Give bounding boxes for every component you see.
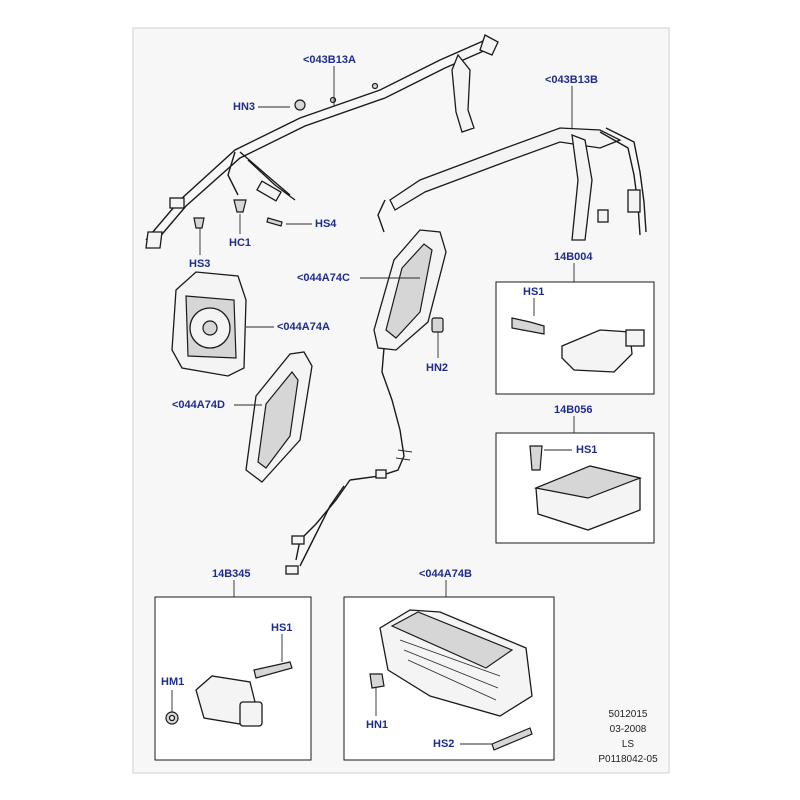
label-hs4: HS4 bbox=[315, 218, 337, 230]
footer-ref: P0118042-05 bbox=[598, 754, 658, 765]
sensor-14b345 bbox=[165, 661, 293, 727]
label-043b13b: <043B13B bbox=[545, 74, 598, 86]
label-hs2: HS2 bbox=[433, 738, 455, 750]
label-hn1: HN1 bbox=[366, 719, 389, 731]
label-044a74a: <044A74A bbox=[277, 321, 330, 333]
label-044a74d: <044A74D bbox=[172, 399, 225, 411]
label-14b345: 14B345 bbox=[212, 568, 251, 580]
fastener-hs4 bbox=[266, 217, 283, 227]
label-14b056: 14B056 bbox=[554, 404, 593, 416]
control-module-14b056 bbox=[529, 445, 643, 531]
box-14b004 bbox=[495, 281, 655, 395]
knee-airbag bbox=[245, 351, 313, 483]
label-hs1-14b345: HS1 bbox=[271, 622, 293, 634]
label-043b13a: <043B13A bbox=[303, 54, 356, 66]
steering-airbag bbox=[171, 271, 247, 377]
sensor-14b004 bbox=[511, 317, 645, 373]
label-14b004: 14B004 bbox=[554, 251, 593, 263]
label-hm1: HM1 bbox=[161, 676, 185, 688]
label-044a74c: <044A74C bbox=[297, 272, 350, 284]
fastener-hs3 bbox=[193, 217, 205, 229]
passenger-airbag bbox=[369, 609, 533, 751]
label-hn3: HN3 bbox=[233, 101, 256, 113]
label-hs3: HS3 bbox=[189, 258, 211, 270]
seat-airbag bbox=[285, 229, 447, 575]
label-hn2: HN2 bbox=[426, 362, 449, 374]
label-044a74b: <044A74B bbox=[419, 568, 472, 580]
curtain-airbag-right bbox=[377, 127, 647, 241]
label-hs1-14b004: HS1 bbox=[523, 286, 545, 298]
footer-code: 5012015 bbox=[608, 709, 648, 720]
footer-date: 03-2008 bbox=[609, 724, 647, 735]
label-hs1-14b056: HS1 bbox=[576, 444, 598, 456]
footer-initials: LS bbox=[621, 739, 635, 750]
label-hc1: HC1 bbox=[229, 237, 252, 249]
box-14b345 bbox=[154, 596, 312, 761]
leader-lines bbox=[171, 66, 575, 745]
fastener-hc1 bbox=[233, 199, 247, 213]
curtain-airbag-left bbox=[145, 34, 499, 249]
